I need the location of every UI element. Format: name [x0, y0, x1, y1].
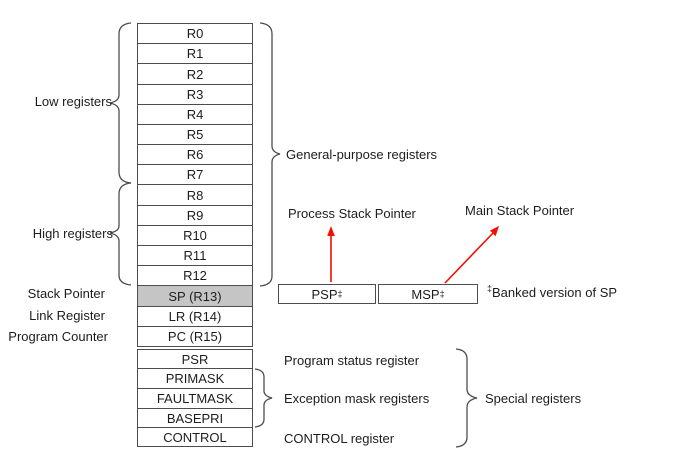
register-cell-r10: R10 — [137, 225, 253, 246]
register-cell-r4: R4 — [137, 104, 253, 125]
register-cell-lr-r14: LR (R14) — [137, 306, 253, 327]
psp-label: PSP — [311, 286, 338, 302]
high-registers-brace — [109, 182, 132, 286]
msp-arrow — [444, 226, 499, 284]
main-stack-pointer-label: Main Stack Pointer — [465, 203, 575, 218]
high-registers-label: High registers — [32, 226, 113, 241]
register-cell-r12: R12 — [137, 265, 253, 286]
banked-note-mark: ‡ — [487, 283, 493, 294]
control-register-label: CONTROL register — [284, 431, 395, 446]
special-registers-brace — [455, 348, 478, 448]
psp-box: PSP‡ — [278, 284, 376, 304]
register-cell-r9: R9 — [137, 205, 253, 226]
register-cell-r5: R5 — [137, 124, 253, 145]
msp-label: MSP — [411, 286, 440, 302]
exception-mask-brace — [254, 368, 273, 428]
msp-box: MSP‡ — [378, 284, 478, 304]
general-purpose-label: General-purpose registers — [286, 147, 438, 162]
register-cell-primask: PRIMASK — [137, 368, 253, 389]
register-cell-basepri: BASEPRI — [137, 408, 253, 428]
banked-note-text: Banked version of SP — [492, 285, 618, 300]
psp-arrow — [327, 226, 335, 282]
stack-pointer-label: Stack Pointer — [27, 286, 105, 301]
special-registers-label: Special registers — [485, 391, 582, 406]
register-cell-r3: R3 — [137, 84, 253, 105]
low-registers-label: Low registers — [34, 94, 112, 109]
register-cell-faultmask: FAULTMASK — [137, 388, 253, 409]
register-cell-r7: R7 — [137, 164, 253, 185]
low-registers-brace — [109, 22, 132, 184]
general-purpose-brace — [259, 22, 281, 287]
register-cell-r8: R8 — [137, 184, 253, 206]
register-cell-control: CONTROL — [137, 427, 253, 447]
register-cell-r0: R0 — [137, 23, 253, 44]
register-cell-r6: R6 — [137, 144, 253, 165]
register-cell-psr: PSR — [137, 349, 253, 369]
register-cell-r1: R1 — [137, 43, 253, 64]
program-status-label: Program status register — [284, 353, 420, 368]
link-register-label: Link Register — [29, 308, 105, 323]
register-cell-pc-r15: PC (R15) — [137, 326, 253, 347]
register-cell-sp-r13: SP (R13) — [137, 285, 253, 307]
exception-mask-label: Exception mask registers — [284, 391, 430, 406]
register-cell-r11: R11 — [137, 245, 253, 266]
process-stack-pointer-label: Process Stack Pointer — [288, 206, 416, 221]
program-counter-label: Program Counter — [8, 329, 108, 344]
banked-note-label: ‡Banked version of SP — [487, 283, 618, 300]
register-cell-r2: R2 — [137, 63, 253, 85]
